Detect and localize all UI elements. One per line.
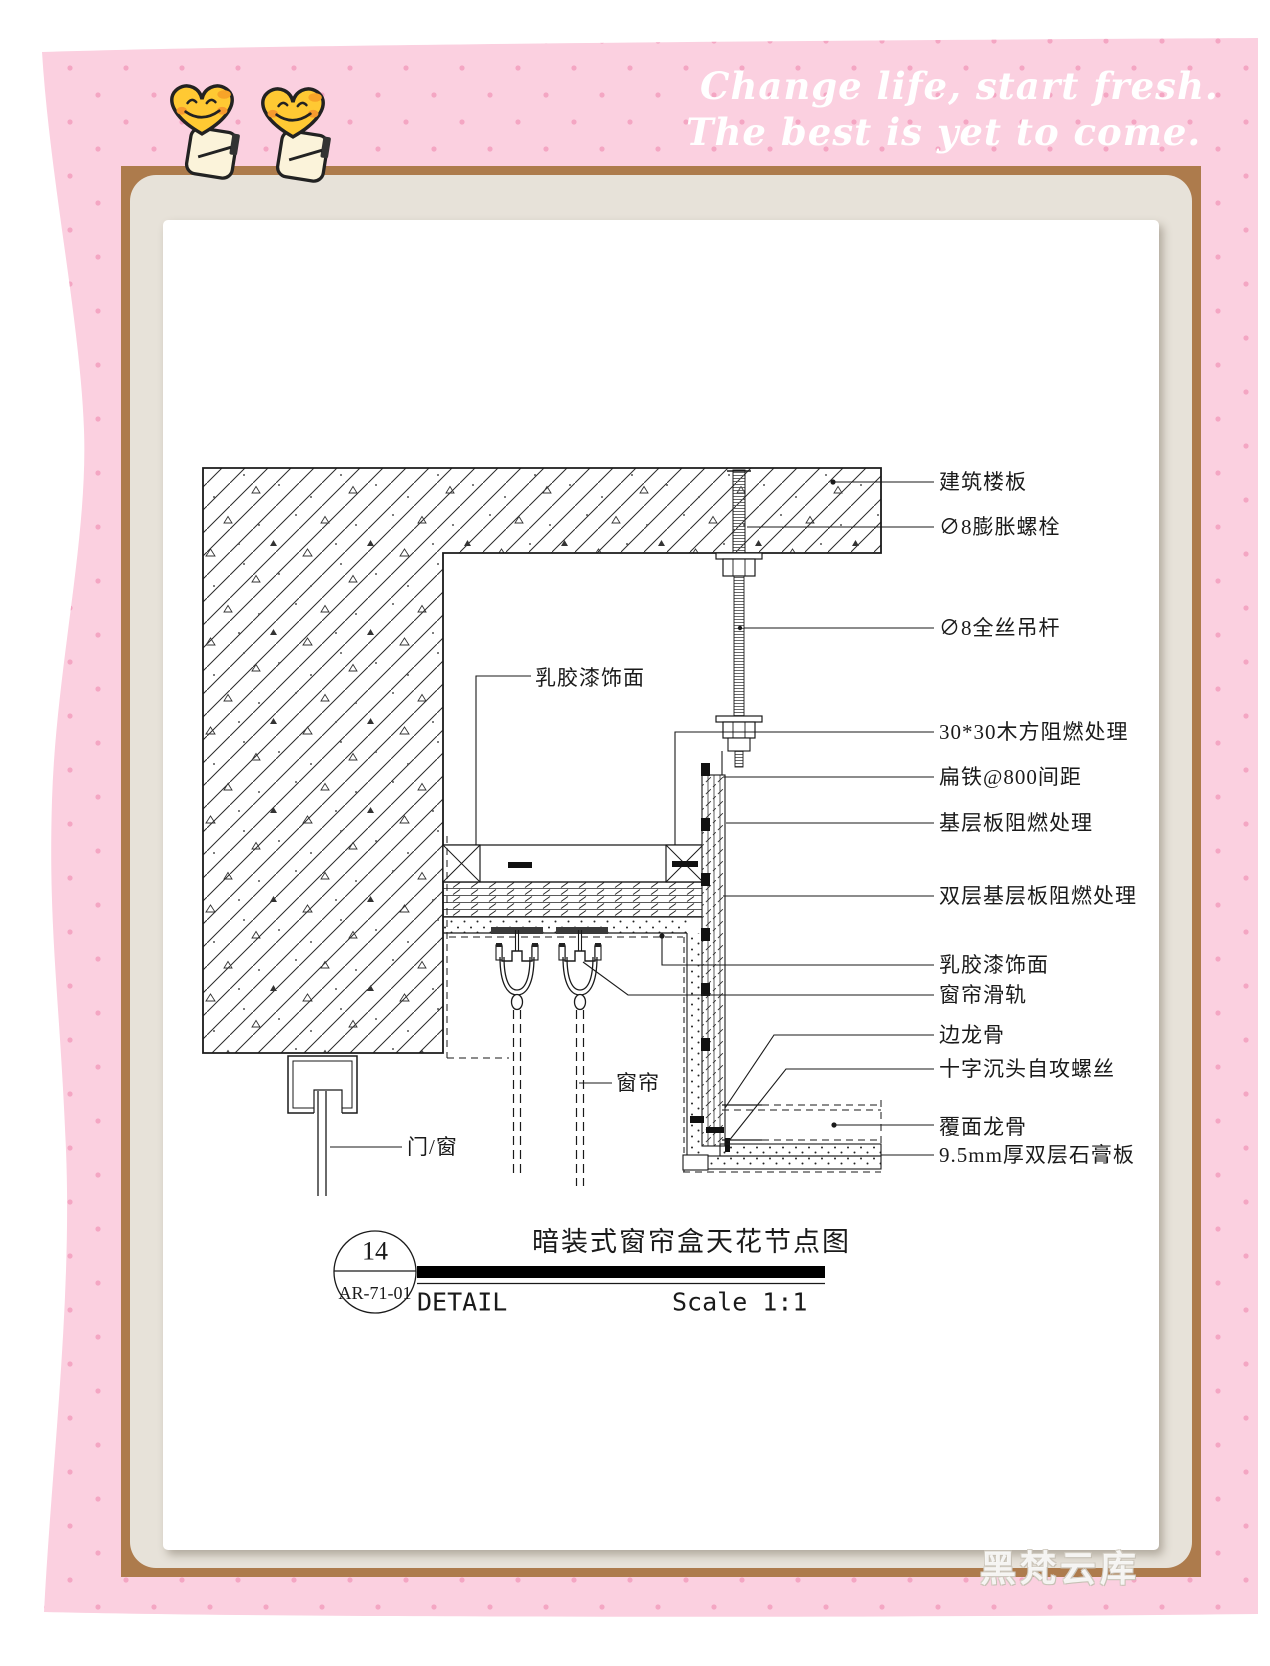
- callout-label: ∅8全丝吊杆: [939, 616, 1061, 640]
- quote-line-2: The best is yet to come.: [686, 110, 1202, 154]
- detail-bubble: [333, 1230, 417, 1314]
- curtain-rail: [556, 927, 608, 1186]
- door-window-frame: [287, 1055, 358, 1196]
- callout-label: 窗帘: [616, 1071, 660, 1095]
- heart-smiley-icon: [261, 87, 331, 183]
- concrete-slab-and-wall: [202, 467, 882, 1054]
- scale-label: Scale 1:1: [672, 1288, 807, 1317]
- callout-label: 窗帘滑轨: [939, 983, 1027, 1007]
- quote-line-1: Change life, start fresh.: [700, 64, 1219, 108]
- sheet-code: AR-71-01: [339, 1283, 412, 1303]
- side-board-assembly: [683, 763, 730, 1172]
- drawing-title: 暗装式窗帘盒天花节点图: [532, 1227, 851, 1257]
- hanger-rod: [715, 575, 763, 775]
- callout-label: 9.5mm厚双层石膏板: [939, 1143, 1135, 1167]
- callout-label: ∅8膨胀螺栓: [939, 515, 1061, 539]
- callout-label: 乳胶漆饰面: [939, 953, 1049, 977]
- callout-labels-left: 乳胶漆饰面 窗帘 门/窗: [407, 666, 660, 1159]
- callout-label: 覆面龙骨: [939, 1115, 1027, 1139]
- leader-lines: [330, 479, 934, 1156]
- callout-label: 扁铁@800间距: [939, 765, 1082, 789]
- callout-label: 十字沉头自攻螺丝: [939, 1057, 1115, 1081]
- callout-labels-right: 建筑楼板 ∅8膨胀螺栓 ∅8全丝吊杆 30*30木方阻燃处理 扁铁@800间距 …: [939, 470, 1137, 1167]
- heart-smiley-icon: [170, 84, 240, 180]
- detail-number: 14: [362, 1237, 388, 1266]
- ceiling-gypsum-assembly: [682, 1100, 882, 1173]
- callout-label: 建筑楼板: [939, 470, 1027, 494]
- callout-label: 门/窗: [407, 1135, 458, 1159]
- callout-label: 双层基层板阻燃处理: [939, 884, 1137, 908]
- title-block: 14 AR-71-01 暗装式窗帘盒天花节点图 DETAIL Scale 1:1: [333, 1227, 851, 1317]
- callout-label: 乳胶漆饰面: [535, 666, 645, 690]
- watermark: 黑梵云库: [980, 1549, 1141, 1590]
- callout-label: 基层板阻燃处理: [939, 811, 1093, 835]
- curtain-rail: [491, 927, 543, 1178]
- curtain-box-structure: [442, 836, 725, 1059]
- expansion-bolt: [715, 469, 763, 577]
- callout-label: 30*30木方阻燃处理: [939, 720, 1129, 744]
- detail-type-label: DETAIL: [417, 1288, 507, 1317]
- callout-label: 边龙骨: [939, 1023, 1005, 1047]
